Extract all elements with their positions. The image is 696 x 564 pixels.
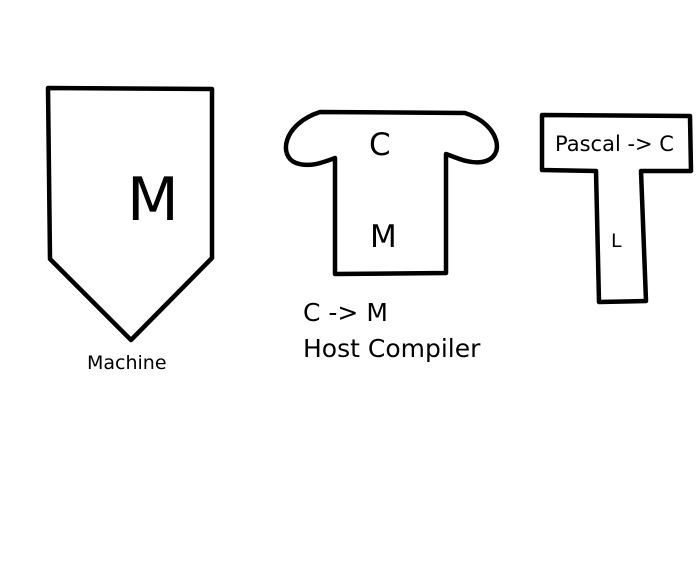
machine-shape [45,85,215,343]
pascal-compiler-shape [539,112,694,305]
host-compiler-shape [283,109,500,277]
machine-caption: Machine [87,352,167,374]
machine-symbol: M [127,165,179,235]
pascal-compiler-translation: Pascal -> C [555,132,674,156]
host-compiler-target: M [370,219,397,255]
host-compiler-source: C [369,127,391,163]
host-compiler-caption-line2: Host Compiler [303,334,481,363]
pascal-compiler-implementation: L [611,230,622,252]
host-compiler-caption-line1: C -> M [303,298,388,327]
